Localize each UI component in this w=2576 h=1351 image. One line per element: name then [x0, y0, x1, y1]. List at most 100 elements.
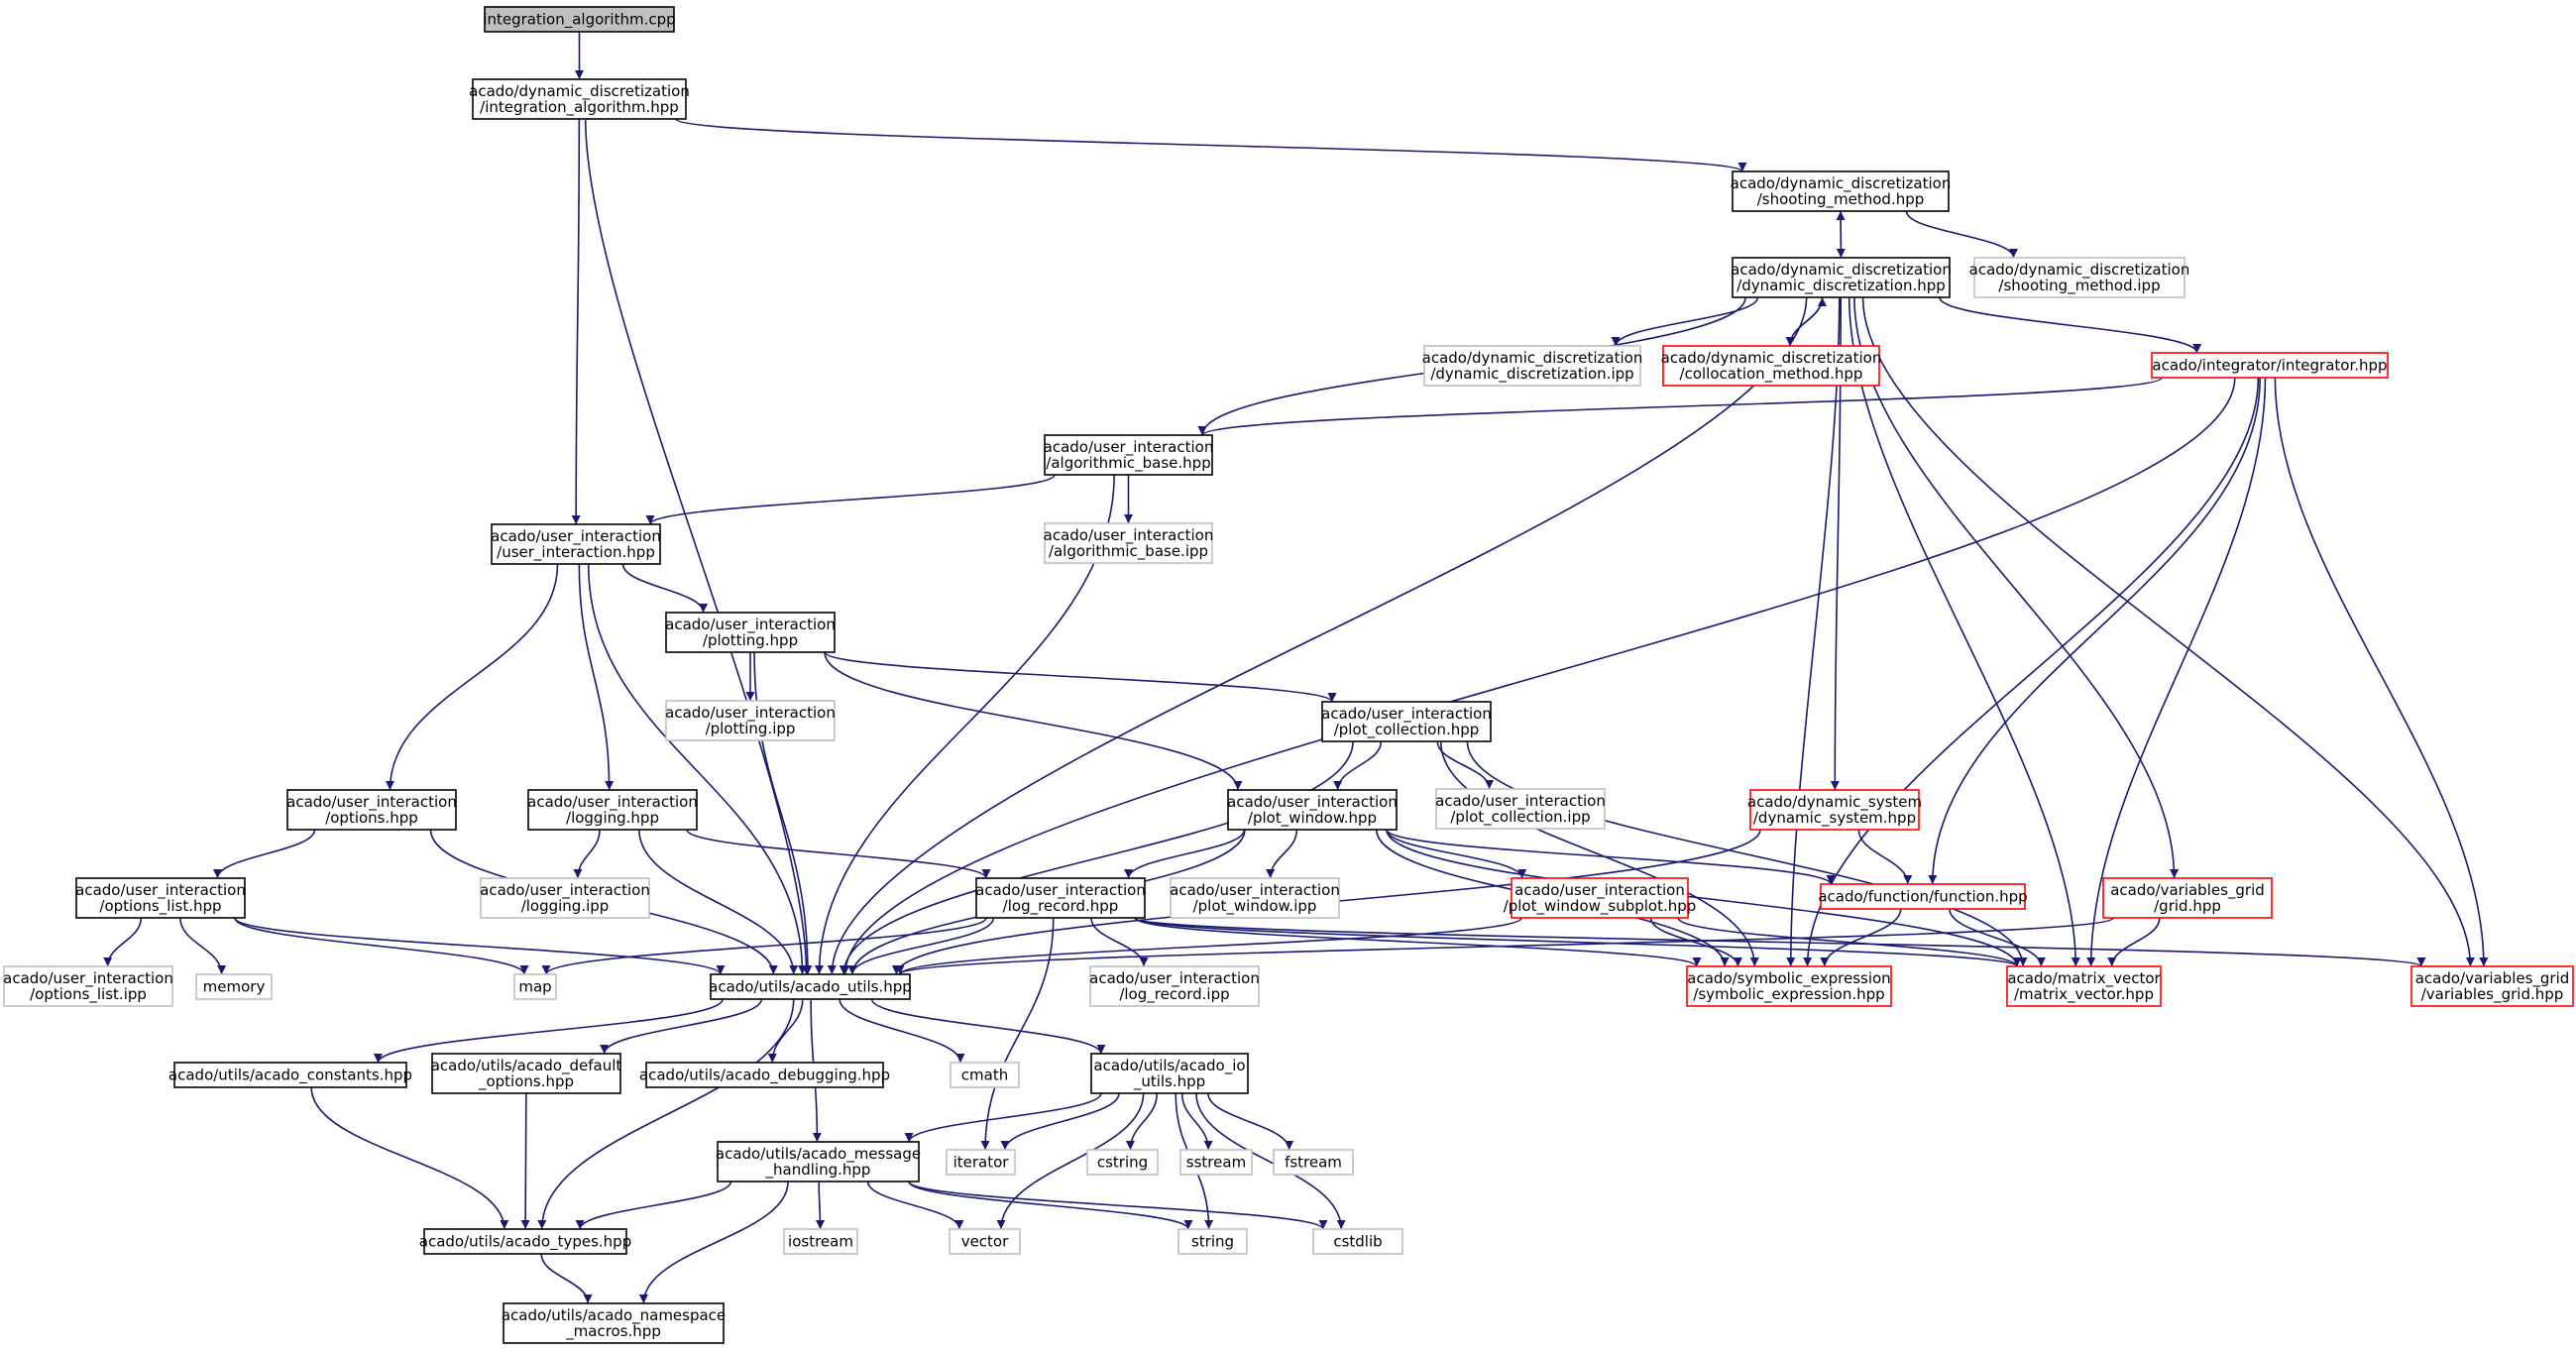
edge-n7-to-n29 — [840, 377, 2236, 975]
node-label: acado/utils/acado_message — [716, 1145, 921, 1164]
include-file-node[interactable]: acado/user_interaction/log_record.hpp — [975, 877, 1146, 919]
include-file-node[interactable]: acado/user_interaction/plot_window_subpl… — [1504, 877, 1697, 919]
include-file-node: acado/user_interaction/options_list.ipp — [3, 965, 173, 1007]
node-label: /plotting.hpp — [703, 631, 798, 649]
node-box — [2410, 965, 2574, 1007]
node-label: /variables_grid.hpp — [2421, 985, 2564, 1004]
node-label: acado/matrix_vector — [2007, 969, 2161, 988]
node-label: _options.hpp — [478, 1072, 574, 1091]
include-file-node[interactable]: acado/utils/acado_types.hpp — [419, 1228, 631, 1255]
include-file-node: memory — [195, 973, 273, 1000]
include-file-node: acado/user_interaction/logging.ipp — [480, 877, 650, 919]
include-file-node[interactable]: acado/matrix_vector/matrix_vector.hpp — [2006, 965, 2162, 1007]
edge-n21-to-n30 — [1090, 917, 1149, 967]
node-box — [1511, 877, 1689, 919]
edge-n19-to-n29 — [234, 917, 726, 975]
node-label: sstream — [1186, 1154, 1246, 1172]
node-box — [1321, 701, 1492, 742]
node-box — [1312, 1228, 1403, 1255]
include-file-node[interactable]: acado/dynamic_discretization/shooting_me… — [1731, 170, 1952, 212]
node-label: /logging.ipp — [521, 897, 610, 915]
edge-n29-to-n38 — [870, 998, 1106, 1055]
edge-n13-to-n14 — [1436, 740, 1495, 790]
node-box — [3, 965, 173, 1007]
include-file-node[interactable]: acado/dynamic_discretization/collocation… — [1661, 345, 1882, 387]
edge-n17-to-n23 — [1386, 829, 1527, 879]
include-file-node[interactable]: acado/user_interaction/options.hpp — [286, 789, 457, 831]
edge-n25-to-n29 — [895, 917, 2114, 975]
include-file-node[interactable]: acado/utils/acado_namespace_macros.hpp — [502, 1302, 726, 1344]
node-label: acado/integrator/integrator.hpp — [2152, 357, 2387, 375]
edge-n21-to-n29 — [847, 917, 995, 975]
root-file-node[interactable]: integration_algorithm.cpp — [483, 6, 676, 33]
edge-n23-to-n29 — [895, 917, 1522, 975]
node-box — [717, 1141, 920, 1182]
node-label: string — [1191, 1233, 1234, 1251]
edge-n39-to-n46 — [866, 1181, 964, 1230]
node-box — [513, 973, 557, 1000]
node-box — [173, 1062, 407, 1088]
include-file-node[interactable]: acado/utils/acado_utils.hpp — [709, 973, 912, 1000]
node-label: /dynamic_discretization.hpp — [1736, 277, 1946, 295]
node-label: acado/utils/acado_io — [1093, 1057, 1245, 1075]
node-label: acado/dynamic_discretization — [1422, 349, 1643, 368]
edge-n29-to-n37 — [839, 998, 965, 1064]
edge-n10-to-n11 — [621, 563, 709, 614]
include-file-node[interactable]: acado/user_interaction/plot_collection.h… — [1321, 701, 1492, 742]
include-file-node[interactable]: acado/user_interaction/logging.hpp — [527, 789, 698, 831]
node-label: iterator — [953, 1154, 1010, 1172]
node-label: /shooting_method.ipp — [1998, 277, 2160, 295]
node-box — [484, 6, 675, 33]
include-file-node[interactable]: acado/utils/acado_io_utils.hpp — [1090, 1053, 1249, 1094]
node-box — [1170, 877, 1340, 919]
node-label: iostream — [788, 1233, 853, 1251]
node-label: acado/utils/acado_namespace — [502, 1306, 726, 1325]
include-file-node[interactable]: acado/dynamic_discretization/dynamic_dis… — [1731, 257, 1952, 298]
include-file-node[interactable]: acado/user_interaction/plot_window.hpp — [1227, 789, 1398, 831]
node-label: cstring — [1097, 1154, 1148, 1172]
node-label: acado/utils/acado_utils.hpp — [709, 978, 912, 997]
node-box — [1273, 1149, 1354, 1176]
include-file-node[interactable]: acado/utils/acado_default_options.hpp — [431, 1053, 622, 1094]
include-file-node[interactable]: acado/user_interaction/plotting.hpp — [665, 612, 836, 653]
edges-layer — [103, 31, 2489, 1304]
node-box — [2006, 965, 2162, 1007]
node-label: acado/user_interaction — [1321, 705, 1492, 724]
include-file-node[interactable]: acado/integrator/integrator.hpp — [2151, 352, 2389, 379]
include-file-node[interactable]: acado/utils/acado_message_handling.hpp — [716, 1141, 921, 1182]
node-label: _utils.hpp — [1133, 1072, 1205, 1091]
node-label: acado/function/function.hpp — [1818, 888, 2027, 906]
include-file-node[interactable]: acado/symbolic_expression/symbolic_expre… — [1686, 965, 1892, 1007]
edge-n21-to-n33 — [1134, 917, 2425, 967]
include-file-node[interactable]: acado/utils/acado_debugging.hpp — [639, 1062, 890, 1088]
node-label: vector — [961, 1233, 1009, 1251]
node-box — [503, 1302, 725, 1344]
node-box — [480, 877, 650, 919]
node-label: /options_list.ipp — [30, 985, 147, 1004]
edge-n38-to-n43 — [1207, 1092, 1294, 1151]
edge-n3-to-n29 — [827, 296, 1808, 975]
include-file-node[interactable]: acado/variables_grid/grid.hpp — [2102, 877, 2273, 919]
edge-n11-to-n17 — [824, 651, 1243, 791]
edge-n21-to-n28 — [541, 917, 987, 975]
node-box — [665, 700, 836, 741]
include-file-node[interactable]: acado/user_interaction/user_interaction.… — [491, 523, 661, 565]
include-file-node[interactable]: acado/dynamic_system/dynamic_system.hpp — [1747, 789, 1922, 831]
include-file-node: cstring — [1086, 1149, 1159, 1176]
include-file-node[interactable]: acado/variables_grid/variables_grid.hpp — [2410, 965, 2574, 1007]
edge-n13-to-n32 — [1466, 740, 2028, 967]
node-box — [1227, 789, 1398, 831]
include-file-node[interactable]: acado/dynamic_discretization/integration… — [469, 78, 690, 120]
node-label: acado/variables_grid — [2110, 881, 2265, 900]
node-label: acado/user_interaction — [975, 881, 1146, 900]
node-label: /plot_collection.ipp — [1450, 808, 1590, 827]
node-label: acado/user_interaction — [286, 793, 457, 812]
edge-n35-to-n44 — [520, 1092, 530, 1230]
edge-n29-to-n44 — [537, 998, 795, 1230]
include-file-node[interactable]: acado/user_interaction/algorithmic_base.… — [1044, 434, 1214, 476]
include-file-node[interactable]: acado/function/function.hpp — [1818, 883, 2028, 910]
include-file-node[interactable]: acado/user_interaction/options_list.hpp — [75, 877, 246, 919]
include-file-node[interactable]: acado/utils/acado_constants.hpp — [168, 1062, 412, 1088]
edge-n38-to-n40 — [1000, 1092, 1120, 1151]
node-box — [423, 1228, 627, 1255]
